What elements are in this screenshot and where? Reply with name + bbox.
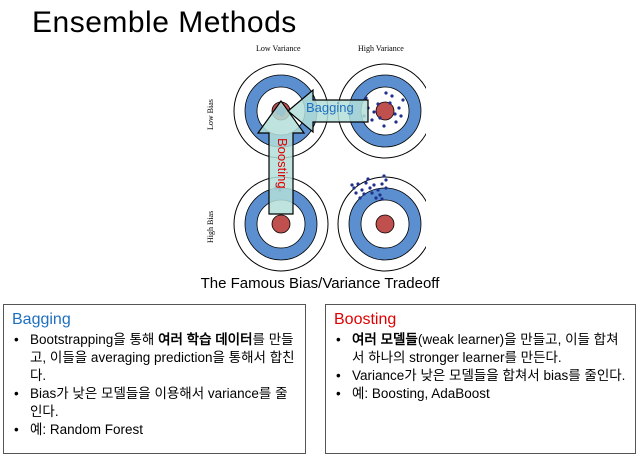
boosting-heading: Boosting: [334, 311, 397, 328]
target-low-bias-high-variance: [337, 63, 426, 159]
boosting-list: 여러 모델들(weak learner)을 만들고, 이들 합쳐서 하나의 st…: [334, 331, 627, 403]
bagging-box: Bagging Bootstrapping을 통해 여러 학습 데이터를 만들고…: [3, 304, 306, 454]
boosting-box: Boosting 여러 모델들(weak learner)을 만들고, 이들 합…: [325, 304, 636, 454]
bagging-arrow-label: Bagging: [306, 100, 354, 115]
list-item: Bootstrapping을 통해 여러 학습 데이터를 만들고, 이들을 av…: [14, 331, 297, 385]
targets-svg: [233, 63, 426, 272]
figure-caption: The Famous Bias/Variance Tradeoff: [200, 275, 440, 292]
boosting-arrow-label: Boosting: [275, 138, 290, 189]
bagging-list: Bootstrapping을 통해 여러 학습 데이터를 만들고, 이들을 av…: [12, 331, 297, 439]
slide-title: Ensemble Methods: [32, 6, 297, 39]
list-item: Variance가 낮은 모델들을 합쳐서 bias를 줄인다.: [336, 367, 627, 385]
target-high-bias-low-variance: [233, 176, 329, 272]
list-item: 여러 모델들(weak learner)을 만들고, 이들 합쳐서 하나의 st…: [336, 331, 627, 367]
list-item: Bias가 낮은 모델들을 이용해서 variance를 줄인다.: [14, 385, 297, 421]
bias-variance-figure: Low Variance High Variance Low Bias High…: [196, 38, 426, 278]
bagging-heading: Bagging: [12, 311, 71, 328]
boosting-arrow: [256, 99, 306, 215]
list-item: 예: Boosting, AdaBoost: [336, 385, 627, 403]
dots-high-bias-high-variance: [350, 174, 388, 201]
target-high-bias-high-variance: [337, 176, 426, 272]
list-item: 예: Random Forest: [14, 421, 297, 439]
bagging-arrow: [287, 88, 369, 134]
col-label-low-variance: Low Variance: [256, 44, 301, 53]
col-label-high-variance: High Variance: [358, 44, 404, 53]
